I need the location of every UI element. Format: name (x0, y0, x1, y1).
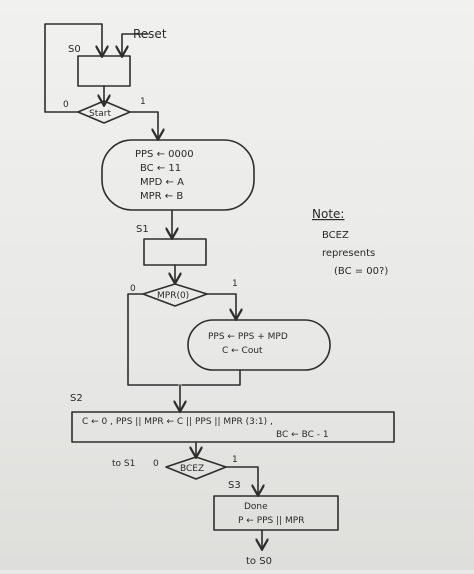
decision-mpr0-label: MPR(0) (157, 291, 189, 301)
init-block: PPS ← 0000 BC ← 11 MPD ← A MPR ← B (101, 139, 255, 211)
state-s1: S1 (136, 224, 207, 266)
state-s3: S3 Done P ← PPS || MPR (213, 480, 339, 531)
reset-label: Reset (133, 27, 167, 41)
state-s2-label: S2 (70, 393, 83, 404)
note-line-represents: represents (322, 248, 375, 259)
add-block: PPS ← PPS + MPD C ← Cout (187, 319, 331, 371)
decision-start-label: Start (89, 109, 111, 119)
state-s2-box (71, 411, 395, 443)
state-s3-label: S3 (228, 480, 241, 491)
decision-mpr0-zero: 0 (130, 284, 136, 294)
state-s3-box (213, 495, 339, 531)
loop-start-zero (44, 23, 102, 113)
state-s0-box (77, 55, 131, 87)
decision-mpr0: MPR(0) 0 1 (130, 279, 238, 307)
init-line-bc: BC ← 11 (140, 163, 181, 174)
decision-bcez-zero: 0 (153, 459, 159, 469)
shift-line-2: BC ← BC - 1 (276, 430, 329, 440)
reset-input: Reset (122, 27, 167, 55)
state-s0-label: S0 (68, 44, 81, 55)
decision-start: Start 0 1 (63, 97, 146, 124)
init-line-pps: PPS ← 0000 (135, 149, 194, 160)
note-line-condition: (BC = 00?) (334, 266, 388, 277)
decision-bcez: BCEZ to S1 0 1 (112, 455, 238, 480)
decision-mpr0-one: 1 (232, 279, 238, 289)
decision-bcez-one: 1 (232, 455, 238, 465)
note: Note: BCEZ represents (BC = 00?) (312, 207, 388, 277)
state-s1-label: S1 (136, 224, 149, 235)
done-line-label: Done (244, 502, 268, 512)
add-line-pps: PPS ← PPS + MPD (208, 332, 288, 342)
state-s1-box (143, 238, 207, 266)
decision-start-one: 1 (140, 97, 146, 107)
state-s2: S2 C ← 0 , PPS || MPR ← C || PPS || MPR … (70, 393, 395, 443)
state-s0: S0 (68, 44, 131, 87)
init-line-mpr: MPR ← B (140, 191, 183, 202)
note-title: Note: (312, 207, 344, 221)
note-line-bcez: BCEZ (322, 230, 349, 241)
init-line-mpd: MPD ← A (140, 177, 184, 188)
exit-label: to S0 (246, 556, 272, 567)
decision-bcez-target: to S1 (112, 459, 135, 469)
add-line-c: C ← Cout (222, 346, 263, 356)
decision-start-zero: 0 (63, 100, 69, 110)
shift-line-1: C ← 0 , PPS || MPR ← C || PPS || MPR (3:… (82, 417, 273, 427)
done-line-p: P ← PPS || MPR (238, 516, 305, 526)
decision-bcez-label: BCEZ (180, 464, 204, 474)
